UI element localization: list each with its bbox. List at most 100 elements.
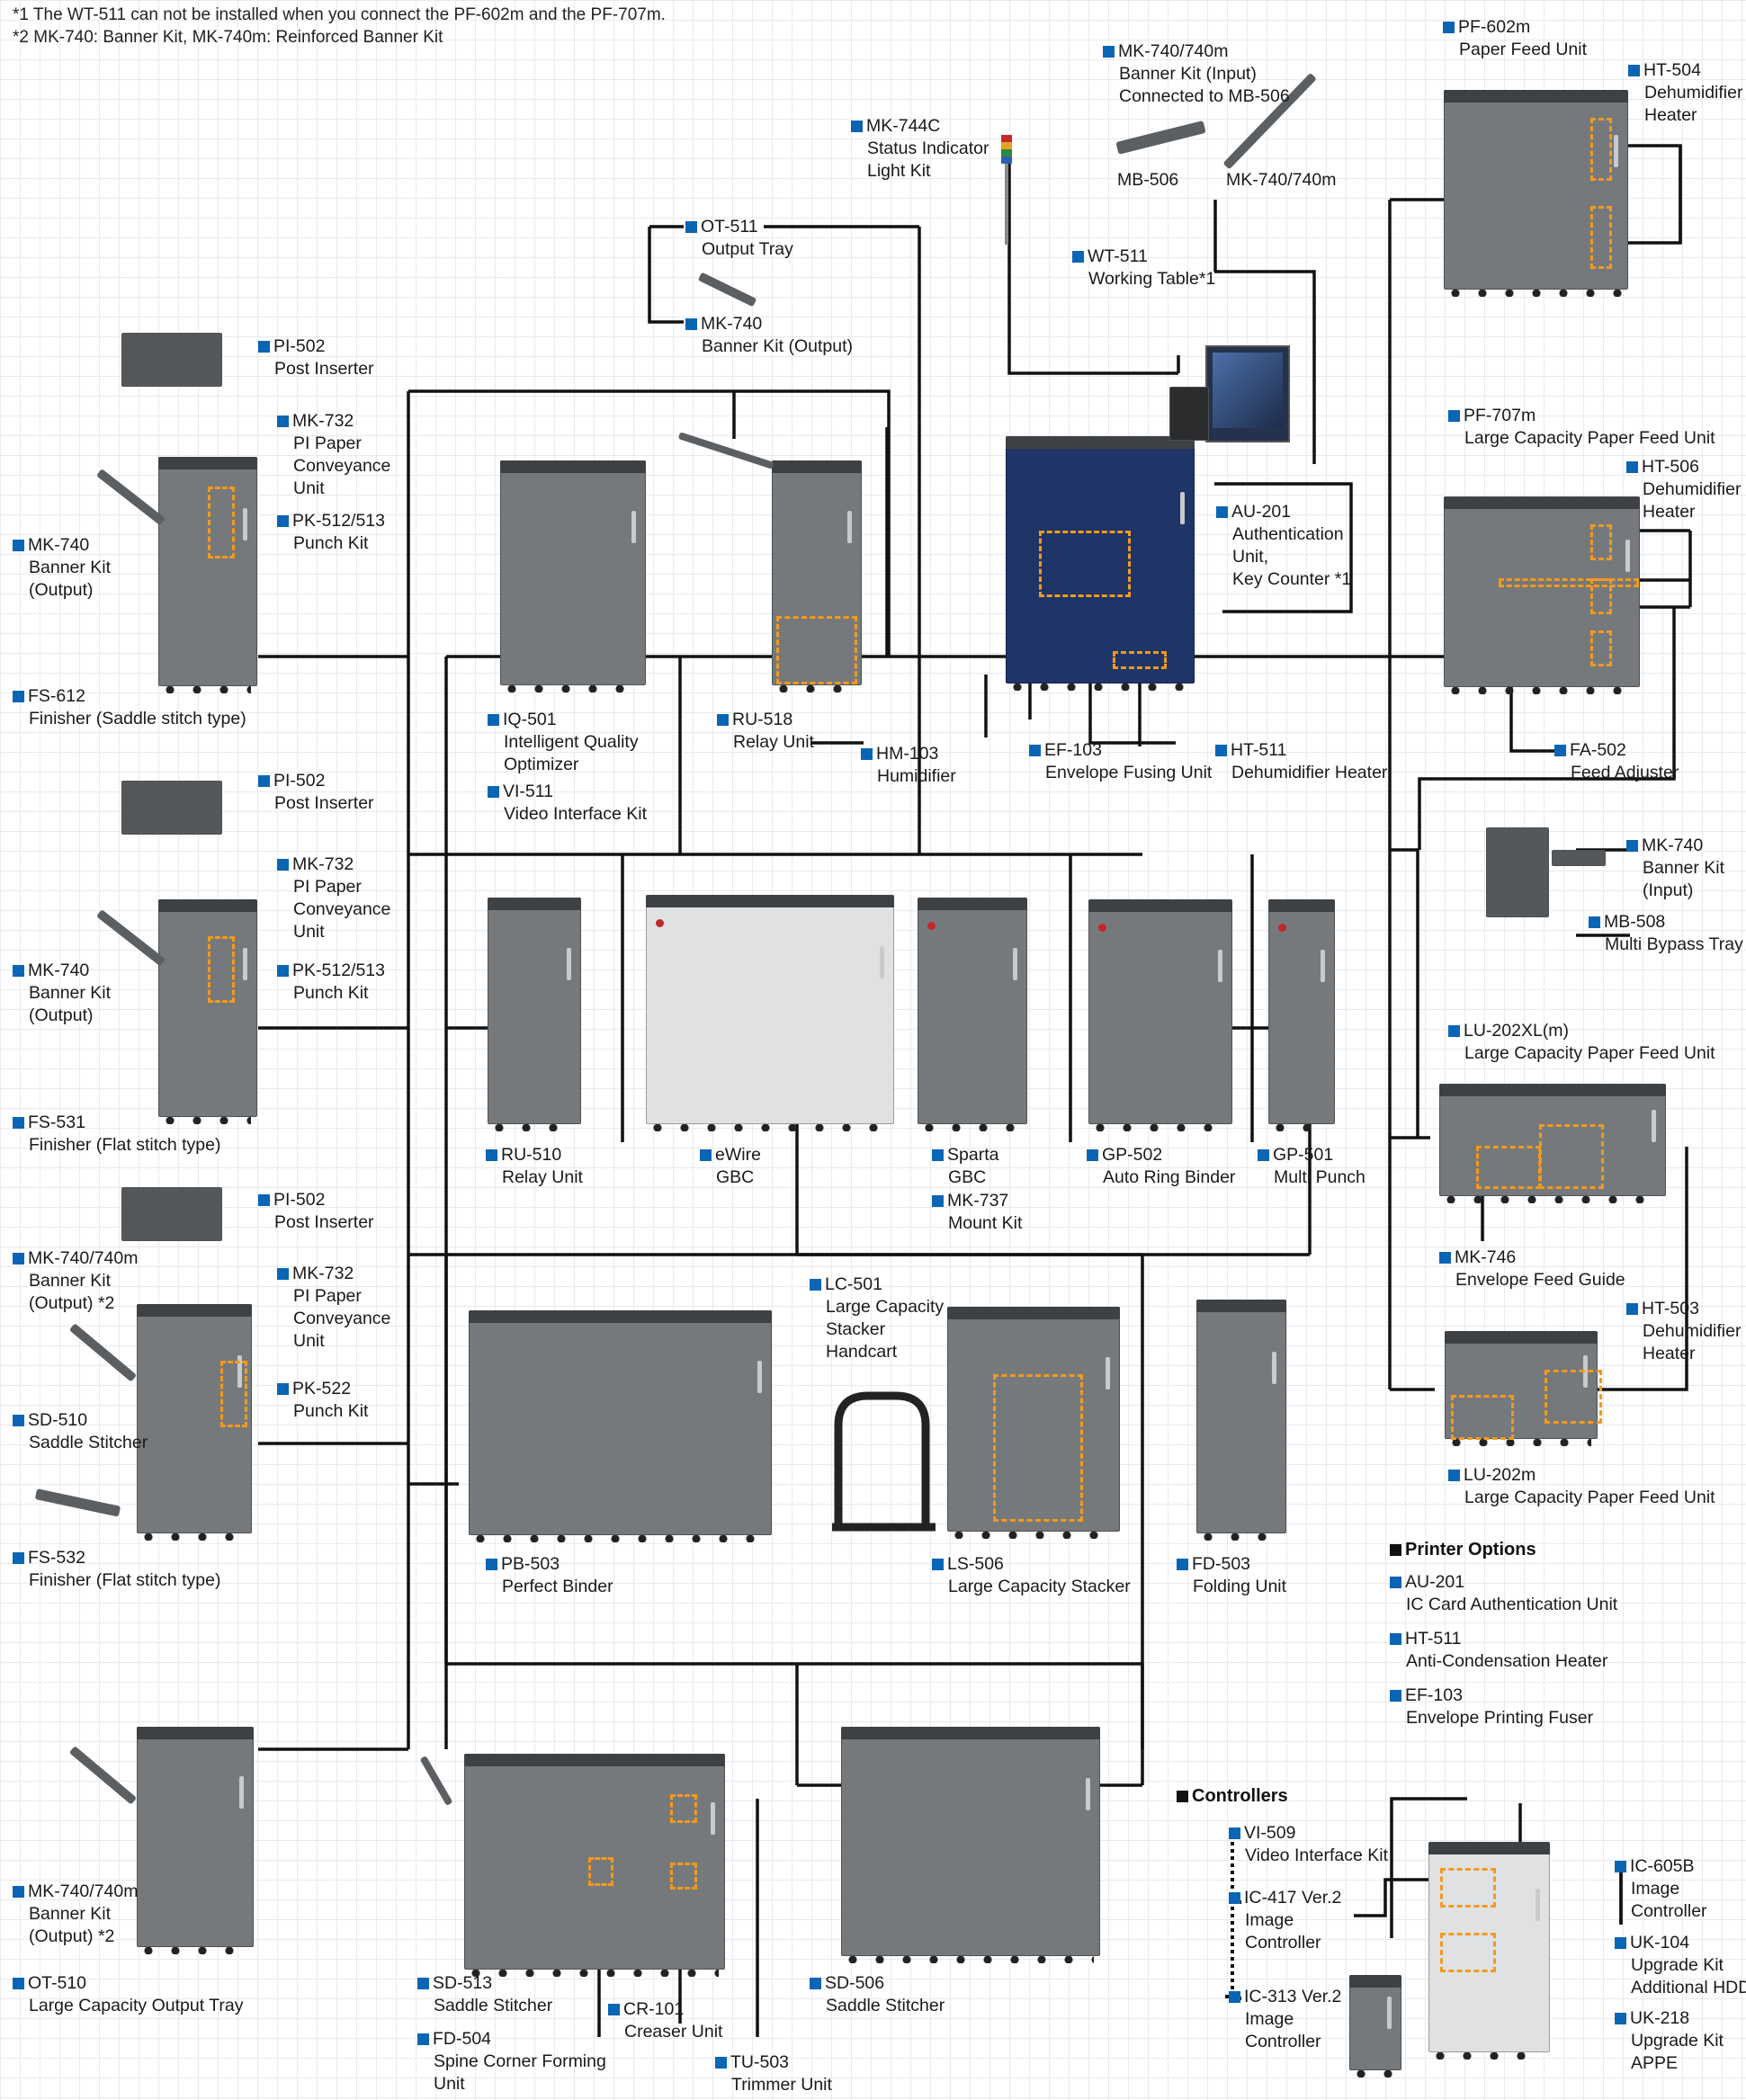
gbc-logo-icon <box>656 919 664 927</box>
option-description: Finisher (Flat stitch type) <box>29 1570 221 1590</box>
option-description: Punch Kit <box>293 1401 369 1421</box>
option-location-highlight <box>1039 531 1131 597</box>
option-description: Heater <box>1643 502 1696 522</box>
option-description: Large Capacity <box>826 1297 945 1317</box>
option-description: Dehumidifier Heater <box>1231 763 1388 782</box>
option-description: GBC <box>716 1167 755 1187</box>
ot510-output-tray <box>137 1727 254 1954</box>
option-code: MB-508 <box>1589 912 1665 932</box>
option-description: Key Counter *1 <box>1232 569 1352 589</box>
option-description: Large Capacity Paper Feed Unit <box>1464 428 1715 448</box>
device-casters <box>1450 290 1622 297</box>
option-code: SD-506 <box>810 1973 884 1993</box>
option-location-highlight <box>1590 118 1612 181</box>
door-handle <box>243 948 247 980</box>
device-top-panel <box>488 898 581 910</box>
door-handle <box>757 1361 762 1393</box>
device-casters <box>165 686 251 693</box>
option-location-highlight <box>993 1374 1083 1522</box>
device-casters <box>1012 684 1188 691</box>
lu202m-unit <box>1445 1331 1602 1446</box>
device-casters <box>1356 2070 1395 2078</box>
option-code: TU-503 <box>715 2052 789 2072</box>
option-code: EF-103 <box>1029 740 1102 760</box>
device-casters <box>652 1124 888 1131</box>
connector-line-35 <box>1007 162 1178 375</box>
option-code: PK-512/513 <box>277 511 385 531</box>
device-casters <box>1446 1196 1660 1203</box>
door-handle <box>1086 1778 1090 1810</box>
iq501-unit <box>500 460 646 693</box>
option-code: CR-101 <box>608 1999 684 2019</box>
option-code: SD-510 <box>13 1410 87 1430</box>
device-casters <box>143 1533 246 1541</box>
option-code: Sparta <box>932 1145 998 1165</box>
option-description: Finisher (Flat stitch type) <box>29 1135 221 1155</box>
option-description: GBC <box>948 1167 987 1187</box>
option-code: HT-506 <box>1626 457 1699 477</box>
option-description: Image <box>1245 1910 1294 1930</box>
option-code: IQ-501 <box>488 710 557 729</box>
option-description: Paper Feed Unit <box>1459 40 1587 59</box>
connector-line-46 <box>1390 848 1419 1138</box>
option-description: Saddle Stitcher <box>434 1996 553 2015</box>
option-description: Unit, <box>1232 547 1269 567</box>
option-description: Authentication <box>1232 524 1344 544</box>
option-code: HT-503 <box>1626 1299 1699 1318</box>
option-description: Post Inserter <box>274 359 374 379</box>
option-code: PI-502 <box>258 1190 325 1210</box>
device-top-panel <box>918 898 1027 910</box>
device-top-panel <box>1196 1300 1286 1312</box>
option-location-highlight <box>670 1794 697 1823</box>
option-description: Dehumidifier <box>1644 83 1743 103</box>
control-panel-arm <box>1169 387 1209 441</box>
option-code: LC-501 <box>810 1274 882 1294</box>
option-description: Unit <box>434 2074 465 2094</box>
option-description: Envelope Fusing Unit <box>1045 763 1213 782</box>
option-code: RU-510 <box>486 1145 561 1165</box>
option-description: Intelligent Quality <box>504 732 639 752</box>
fd503-unit <box>1196 1300 1286 1541</box>
option-description: Saddle Stitcher <box>29 1433 148 1452</box>
option-code: MK-744C <box>851 116 940 136</box>
mk740-740m-inline-label: MK-740/740m <box>1226 170 1337 190</box>
pf602m-unit <box>1444 90 1628 297</box>
sd513-unit <box>464 1754 725 1977</box>
handcart-icon <box>832 1391 936 1532</box>
option-description: Output Tray <box>702 239 793 259</box>
device-casters <box>847 1956 1094 1963</box>
option-description: (Input) <box>1643 880 1694 900</box>
option-code: HT-504 <box>1628 60 1701 80</box>
option-description: Conveyance <box>293 899 391 919</box>
pf707m-unit <box>1444 496 1640 694</box>
option-description: Banner Kit <box>1643 858 1725 878</box>
option-description: Handcart <box>826 1342 898 1362</box>
option-code: IC-417 Ver.2 <box>1229 1888 1341 1908</box>
sd506-unit <box>841 1727 1100 1963</box>
option-description: Multi Bypass Tray <box>1605 934 1743 954</box>
fs531-finisher <box>158 899 257 1124</box>
device-casters <box>1450 687 1634 694</box>
device-top-panel <box>772 460 862 473</box>
option-description: Controller <box>1631 1901 1707 1921</box>
option-description: Unit <box>293 478 325 498</box>
option-description: Upgrade Kit <box>1631 1955 1724 1975</box>
option-description: Video Interface Kit <box>1245 1845 1388 1865</box>
door-handle <box>847 511 852 543</box>
option-description: Banner Kit (Input) <box>1119 64 1257 84</box>
